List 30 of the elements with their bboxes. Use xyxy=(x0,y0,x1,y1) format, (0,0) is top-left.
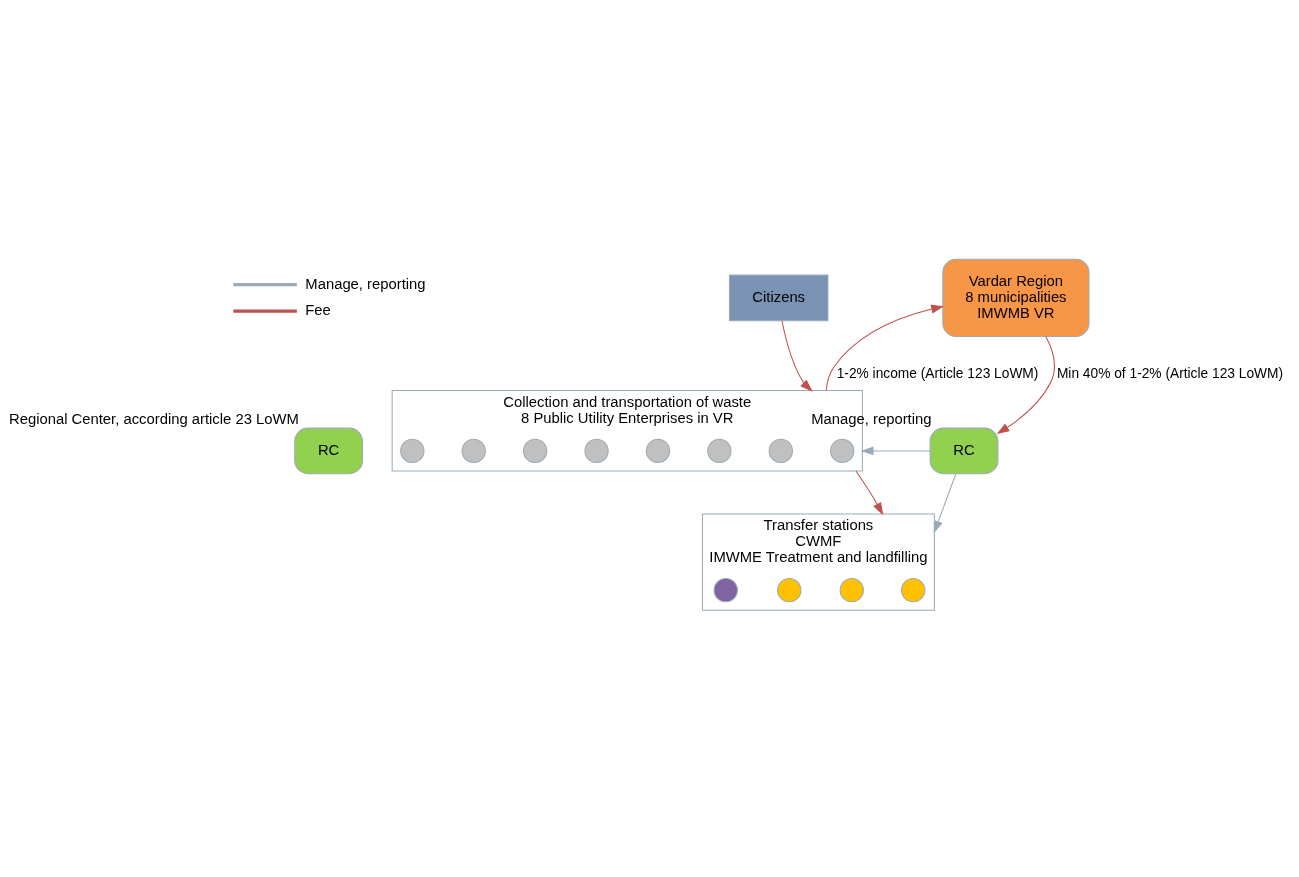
node-circle xyxy=(522,438,548,463)
edge-label: Min 40% of 1-2% (Article 123 LoWM) xyxy=(1056,365,1284,381)
arrow xyxy=(781,319,813,392)
node-circle xyxy=(461,438,486,463)
arrow xyxy=(855,470,884,515)
node-box: Vardar Region 8 municipalities IMWMB VR xyxy=(942,258,1090,337)
arrow xyxy=(933,472,957,533)
node-box: RC xyxy=(294,427,364,474)
legend-label: Fee xyxy=(305,301,331,318)
node-circle xyxy=(400,438,425,463)
cluster: Transfer stations CWMF IMWME Treatment and landfilling xyxy=(701,512,935,611)
node-circle xyxy=(768,438,793,463)
node-label: Collection and transportation of waste xyxy=(503,393,752,410)
node-circle xyxy=(830,438,855,463)
node-circle xyxy=(713,577,738,602)
arrow xyxy=(825,304,944,391)
node-box: RC xyxy=(929,427,999,474)
legend-label: Manage, reporting xyxy=(305,275,426,292)
node-circle xyxy=(901,577,926,602)
node-circle xyxy=(645,438,671,463)
node-circle xyxy=(584,438,609,463)
node-label: Regional Center, according article 23 LoWM xyxy=(8,410,299,427)
node-box: Citizens xyxy=(728,274,829,321)
arrow xyxy=(996,335,1055,434)
node-circle xyxy=(777,577,802,602)
edge-label: 1-2% income (Article 123 LoWM) xyxy=(836,365,1039,381)
node-label: Manage, reporting xyxy=(811,410,932,427)
node-circle xyxy=(707,438,732,463)
arrow xyxy=(860,445,931,455)
node-circle xyxy=(839,577,864,602)
